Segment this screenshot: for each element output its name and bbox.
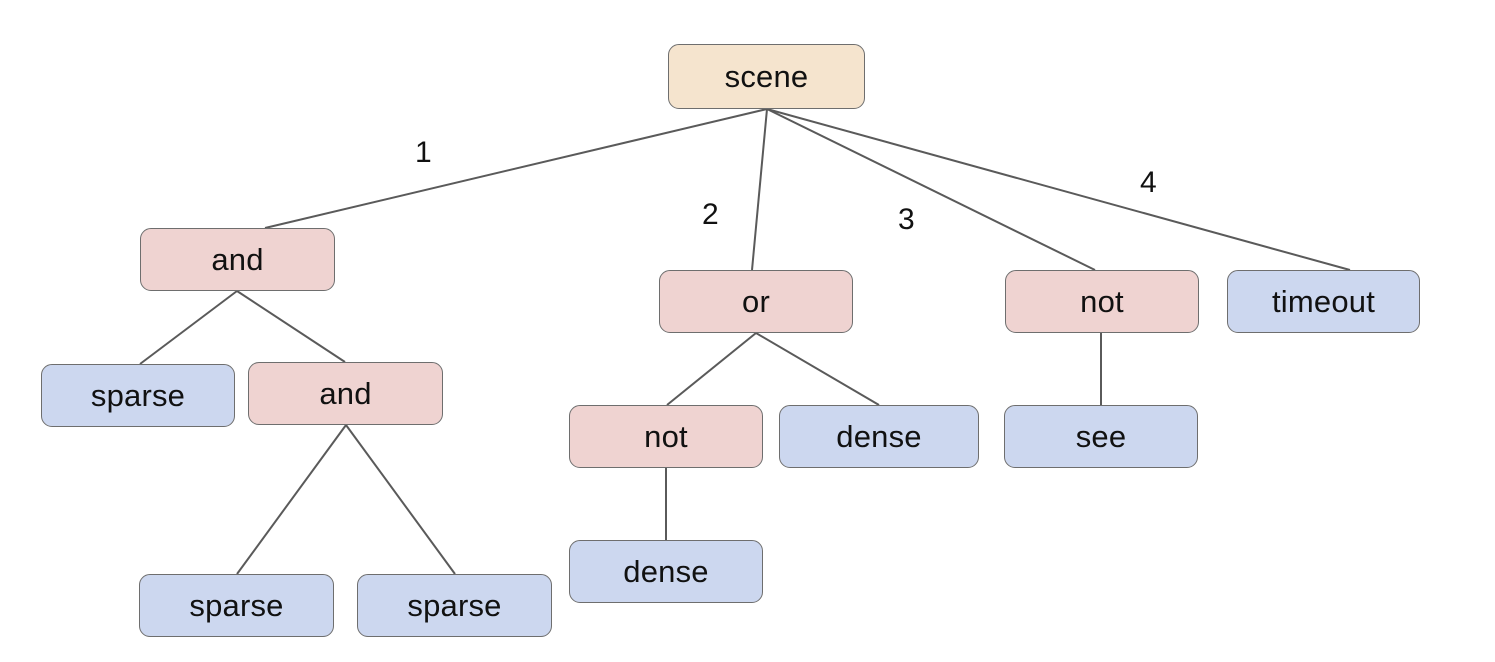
tree-node-or1[interactable]: or [659, 270, 853, 333]
tree-node-not1[interactable]: not [1005, 270, 1199, 333]
tree-node-sparse3[interactable]: sparse [357, 574, 552, 637]
edge-label-2: 2 [702, 198, 719, 231]
tree-edge [766, 108, 1351, 271]
tree-edge [236, 424, 347, 575]
edge-label-1: 1 [415, 136, 432, 169]
tree-node-dense2[interactable]: dense [569, 540, 763, 603]
tree-node-and2[interactable]: and [248, 362, 443, 425]
edge-label-4: 4 [1140, 166, 1157, 199]
tree-node-and1[interactable]: and [140, 228, 335, 291]
tree-node-sparse2[interactable]: sparse [139, 574, 334, 637]
tree-edge [139, 290, 238, 365]
edge-label-3: 3 [898, 203, 915, 236]
tree-edge [236, 290, 346, 363]
tree-node-not2[interactable]: not [569, 405, 763, 468]
tree-node-sparse1[interactable]: sparse [41, 364, 235, 427]
tree-node-dense1[interactable]: dense [779, 405, 979, 468]
tree-edge [264, 108, 768, 229]
tree-edge [345, 424, 456, 575]
tree-edge [666, 332, 757, 406]
tree-edge [766, 108, 1096, 271]
tree-node-see[interactable]: see [1004, 405, 1198, 468]
tree-edge [755, 332, 880, 406]
tree-node-timeout[interactable]: timeout [1227, 270, 1420, 333]
tree-edge [751, 108, 768, 271]
tree-node-scene[interactable]: scene [668, 44, 865, 109]
